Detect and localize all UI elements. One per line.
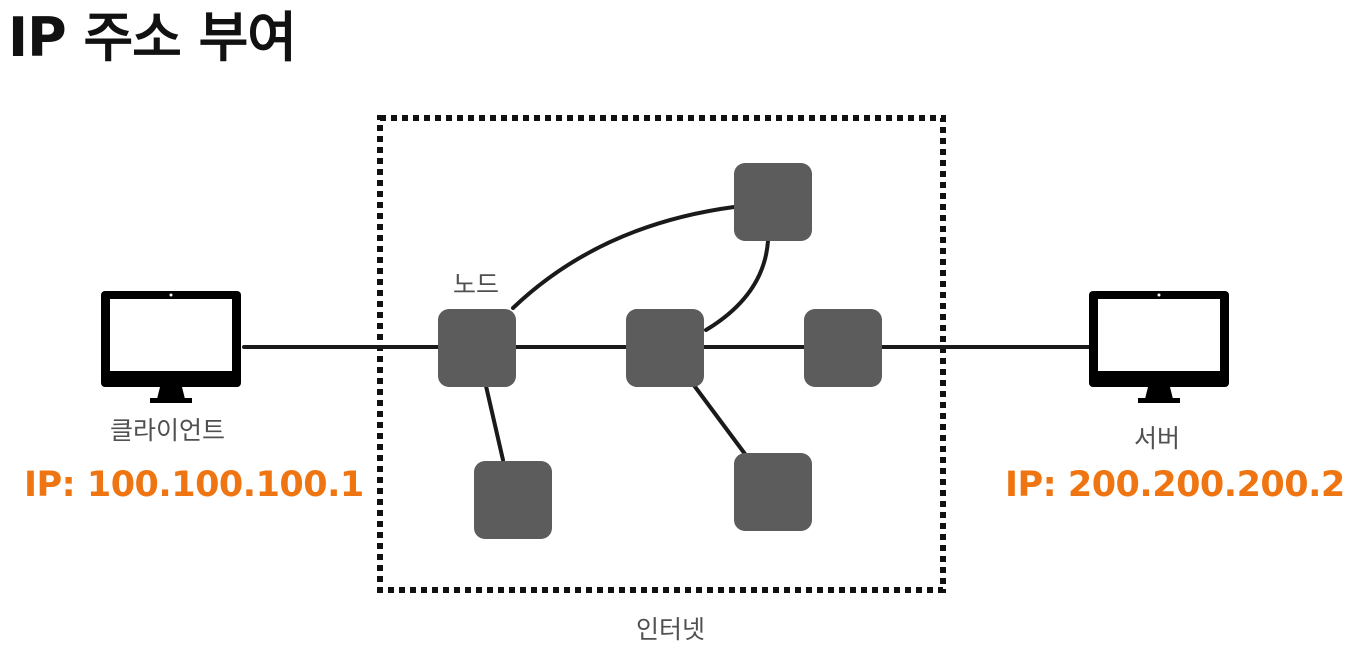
internet-label: 인터넷 [636, 615, 706, 644]
link-down-left [484, 384, 505, 462]
node [734, 163, 812, 241]
curve-link-top-mid [704, 239, 770, 332]
node-label: 노드 [453, 270, 500, 299]
server-label: 서버 [1134, 424, 1181, 453]
nodes [438, 163, 882, 539]
node [626, 309, 704, 387]
client-ip: IP: 100.100.100.1 [24, 465, 364, 505]
link-down-right [691, 382, 747, 456]
client-label: 클라이언트 [110, 416, 226, 445]
page-title: IP 주소 부여 [8, 6, 297, 69]
server-ip: IP: 200.200.200.2 [1005, 465, 1345, 505]
client-monitor-icon [101, 291, 241, 403]
curve-link-top-left [511, 205, 736, 310]
connections [242, 205, 1092, 462]
node [474, 461, 552, 539]
node [438, 309, 516, 387]
server-monitor-icon [1089, 291, 1229, 403]
node [804, 309, 882, 387]
node [734, 453, 812, 531]
